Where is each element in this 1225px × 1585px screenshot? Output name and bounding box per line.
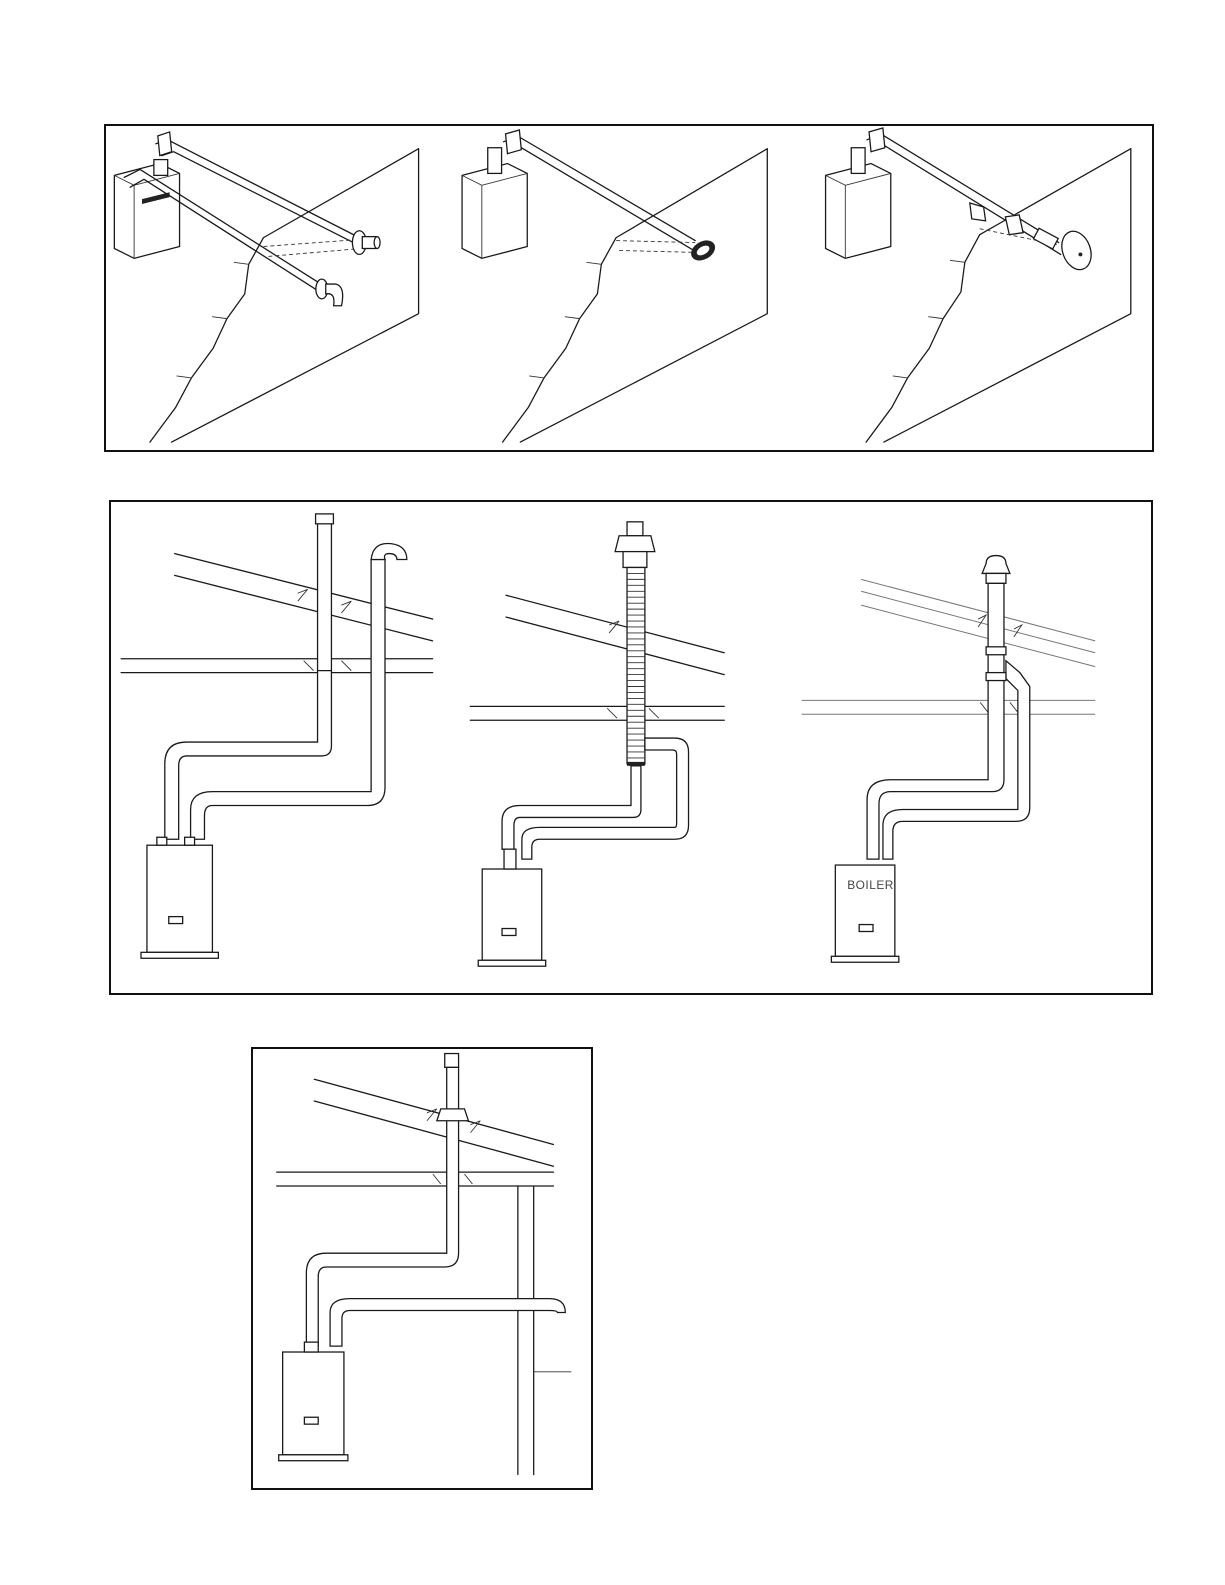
vertical-vent-sidewall-intake-panel: [251, 1047, 593, 1490]
sidewall-concentric-view: [462, 126, 767, 442]
boiler-label: BOILER: [847, 878, 894, 892]
vertical-concentric-view: [470, 522, 724, 966]
vertical-vent-drawings: BOILER: [111, 502, 1151, 993]
vertical-two-pipe-view: [121, 514, 432, 958]
vertical-tee-view: BOILER: [802, 556, 1096, 963]
boiler-unit: BOILER: [831, 865, 898, 962]
sidewall-termination-lower: [316, 279, 343, 306]
boiler-unit: [141, 837, 218, 958]
vertical-vent-panel: BOILER: [109, 500, 1153, 995]
mushroom-roof-termination: [982, 556, 1010, 584]
concentric-roof-termination: [615, 522, 655, 568]
sidewall-tee-view: [826, 126, 1131, 442]
concentric-sidewall-termination: [688, 236, 719, 264]
vertical-vent-sidewall-intake-drawing: [253, 1049, 591, 1488]
sidewall-termination-upper: [352, 231, 380, 255]
sidewall-vent-drawings: [106, 126, 1152, 450]
mushroom-termination: [1033, 227, 1096, 274]
boiler-unit: [279, 1342, 348, 1461]
boiler-unit: [478, 849, 545, 966]
sidewall-two-pipe-view: [114, 132, 418, 442]
sidewall-vent-panel: [104, 124, 1154, 452]
